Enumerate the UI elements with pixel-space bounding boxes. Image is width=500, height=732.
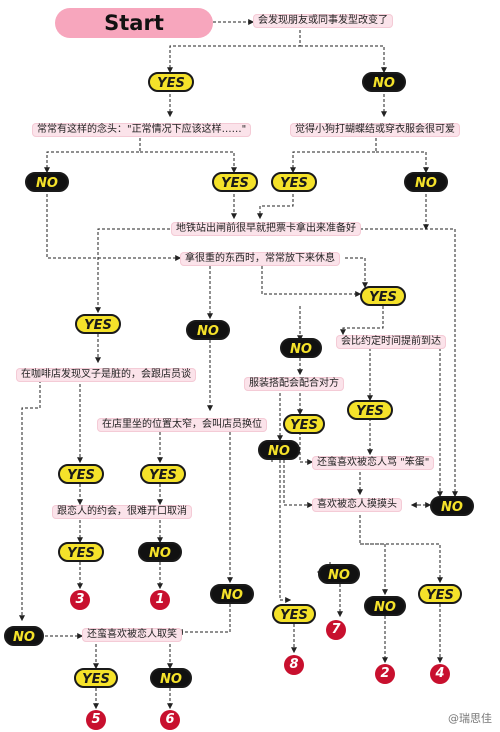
- question-heavy-things: 拿很重的东西时，常常放下来休息: [180, 252, 340, 266]
- yes-label: YES: [418, 584, 462, 604]
- yes-label: YES: [283, 414, 325, 434]
- no-label: NO: [186, 320, 230, 340]
- result-badge: 6: [160, 710, 180, 730]
- result-badge: 8: [284, 655, 304, 675]
- no-label: NO: [280, 338, 322, 358]
- yes-label: YES: [347, 400, 393, 420]
- question-hairstyle-change: 会发现朋友或同事发型改变了: [253, 14, 393, 28]
- question-called-silly: 还蛮喜欢被恋人骂 "笨蛋": [312, 456, 435, 470]
- start-terminal: Start: [55, 8, 213, 38]
- question-subway-card: 地铁站出闸前很早就把票卡拿出来准备好: [171, 222, 361, 236]
- no-label: NO: [364, 596, 406, 616]
- question-dog-clothes: 觉得小狗打蝴蝶结或穿衣服会很可爱: [290, 123, 460, 137]
- result-badge: 1: [150, 590, 170, 610]
- no-label: NO: [430, 496, 474, 516]
- question-head-pat: 喜欢被恋人摸摸头: [312, 498, 402, 512]
- yes-label: YES: [271, 172, 317, 192]
- result-badge: 2: [375, 664, 395, 684]
- yes-label: YES: [58, 464, 104, 484]
- watermark: @瑞思佳: [448, 712, 492, 725]
- question-teased: 还蛮喜欢被恋人取笑: [82, 628, 182, 642]
- yes-label: YES: [272, 604, 316, 624]
- yes-label: YES: [140, 464, 186, 484]
- question-arrive-early: 会比约定时间提前到达: [336, 335, 446, 349]
- yes-label: YES: [360, 286, 406, 306]
- no-label: NO: [150, 668, 192, 688]
- no-label: NO: [404, 172, 448, 192]
- yes-label: YES: [148, 72, 194, 92]
- no-label: NO: [318, 564, 360, 584]
- result-badge: 4: [430, 664, 450, 684]
- result-badge: 5: [86, 710, 106, 730]
- yes-label: YES: [75, 314, 121, 334]
- no-label: NO: [4, 626, 44, 646]
- question-normal-situation: 常常有这样的念头："正常情况下应该这样……": [32, 123, 252, 137]
- question-narrow-seat: 在店里坐的位置太窄，会叫店员换位: [97, 418, 267, 432]
- question-cancel-date: 跟恋人的约会，很难开口取消: [52, 505, 192, 519]
- question-dirty-fork: 在咖啡店发现叉子是脏的，会跟店员谈: [16, 368, 196, 382]
- result-badge: 3: [70, 590, 90, 610]
- no-label: NO: [258, 440, 300, 460]
- yes-label: YES: [212, 172, 258, 192]
- no-label: NO: [362, 72, 406, 92]
- question-match-outfit: 服装搭配会配合对方: [244, 377, 344, 391]
- yes-label: YES: [58, 542, 104, 562]
- no-label: NO: [25, 172, 69, 192]
- no-label: NO: [210, 584, 254, 604]
- yes-label: YES: [74, 668, 118, 688]
- result-badge: 7: [326, 620, 346, 640]
- no-label: NO: [138, 542, 182, 562]
